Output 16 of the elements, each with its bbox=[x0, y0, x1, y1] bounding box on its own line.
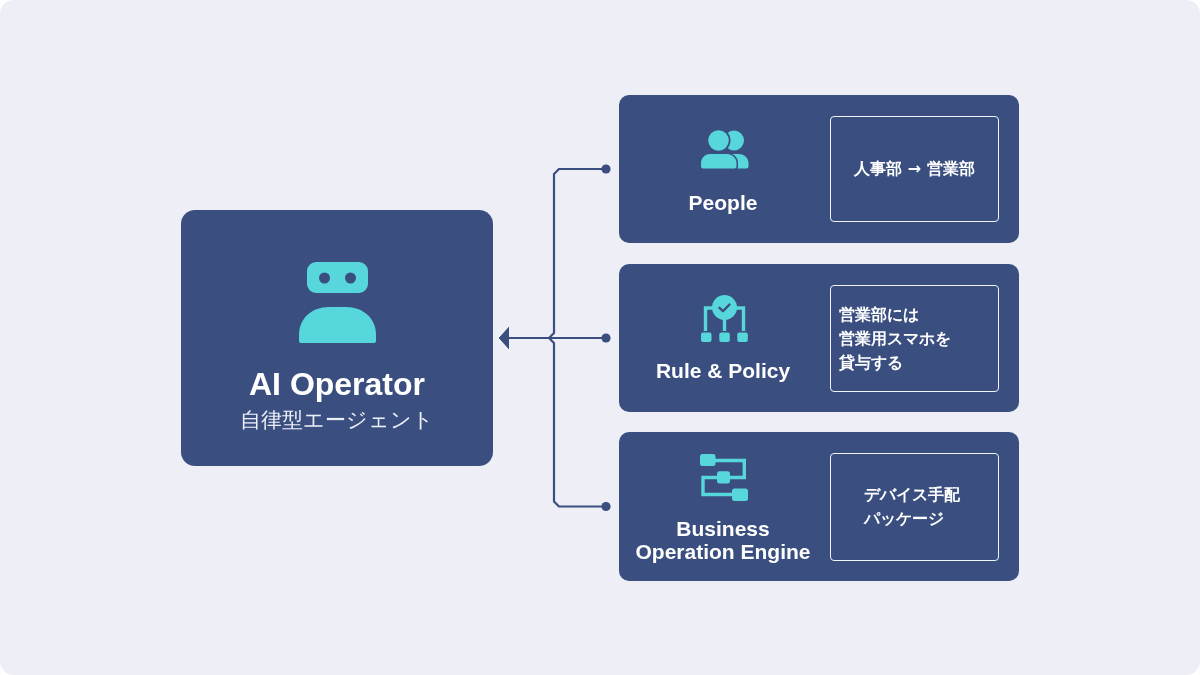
connector-arrow bbox=[499, 327, 611, 512]
category-card bbox=[619, 264, 1019, 412]
card-title: Rule & Policy bbox=[655, 358, 791, 382]
detail-panel bbox=[830, 285, 999, 392]
agent-title: AI Operator bbox=[249, 365, 425, 403]
card-title: People bbox=[688, 190, 758, 214]
detail-panel bbox=[830, 453, 999, 561]
agent-card bbox=[181, 210, 493, 466]
detail-text: 人事部 → 営業部 bbox=[854, 158, 975, 180]
detail-text: 営業部には営業用スマホを貸与する bbox=[839, 303, 952, 374]
detail-text: デバイス手配パッケージ bbox=[864, 484, 962, 530]
category-card bbox=[619, 95, 1019, 243]
agent-subtitle: 自律型エージェント bbox=[240, 407, 434, 433]
category-card bbox=[619, 432, 1019, 581]
detail-panel bbox=[830, 116, 999, 222]
card-title: Business Operation Engine bbox=[634, 517, 812, 563]
